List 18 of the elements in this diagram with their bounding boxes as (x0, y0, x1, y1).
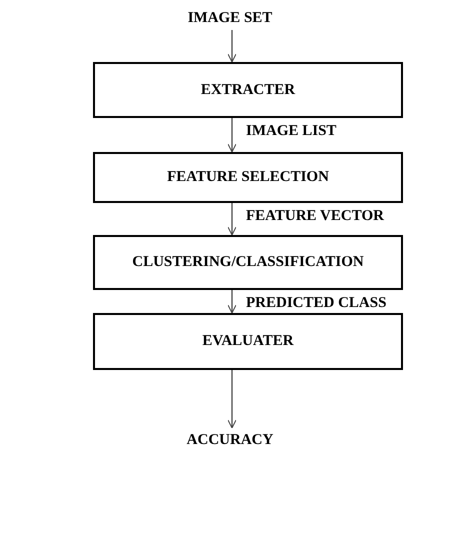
edge-label: FEATURE VECTOR (246, 208, 384, 225)
process-box (93, 235, 403, 290)
box-label: EXTRACTER (200, 82, 296, 98)
flow-label: ACCURACY (186, 432, 274, 448)
arrow (228, 203, 236, 236)
arrow (228, 370, 236, 428)
arrow (228, 118, 236, 152)
edge-label: PREDICTED CLASS (246, 295, 386, 312)
process-box (93, 62, 403, 118)
flow-label: IMAGE SET (188, 10, 272, 26)
box-label: EVALUATER (202, 333, 294, 350)
process-box (93, 313, 403, 370)
edge-label: IMAGE LIST (246, 123, 336, 140)
arrow (228, 30, 236, 62)
arrow (228, 290, 236, 314)
box-label: FEATURE SELECTION (167, 169, 329, 186)
box-label: CLUSTERING/CLASSIFICATION (132, 254, 364, 271)
process-box (93, 152, 403, 203)
